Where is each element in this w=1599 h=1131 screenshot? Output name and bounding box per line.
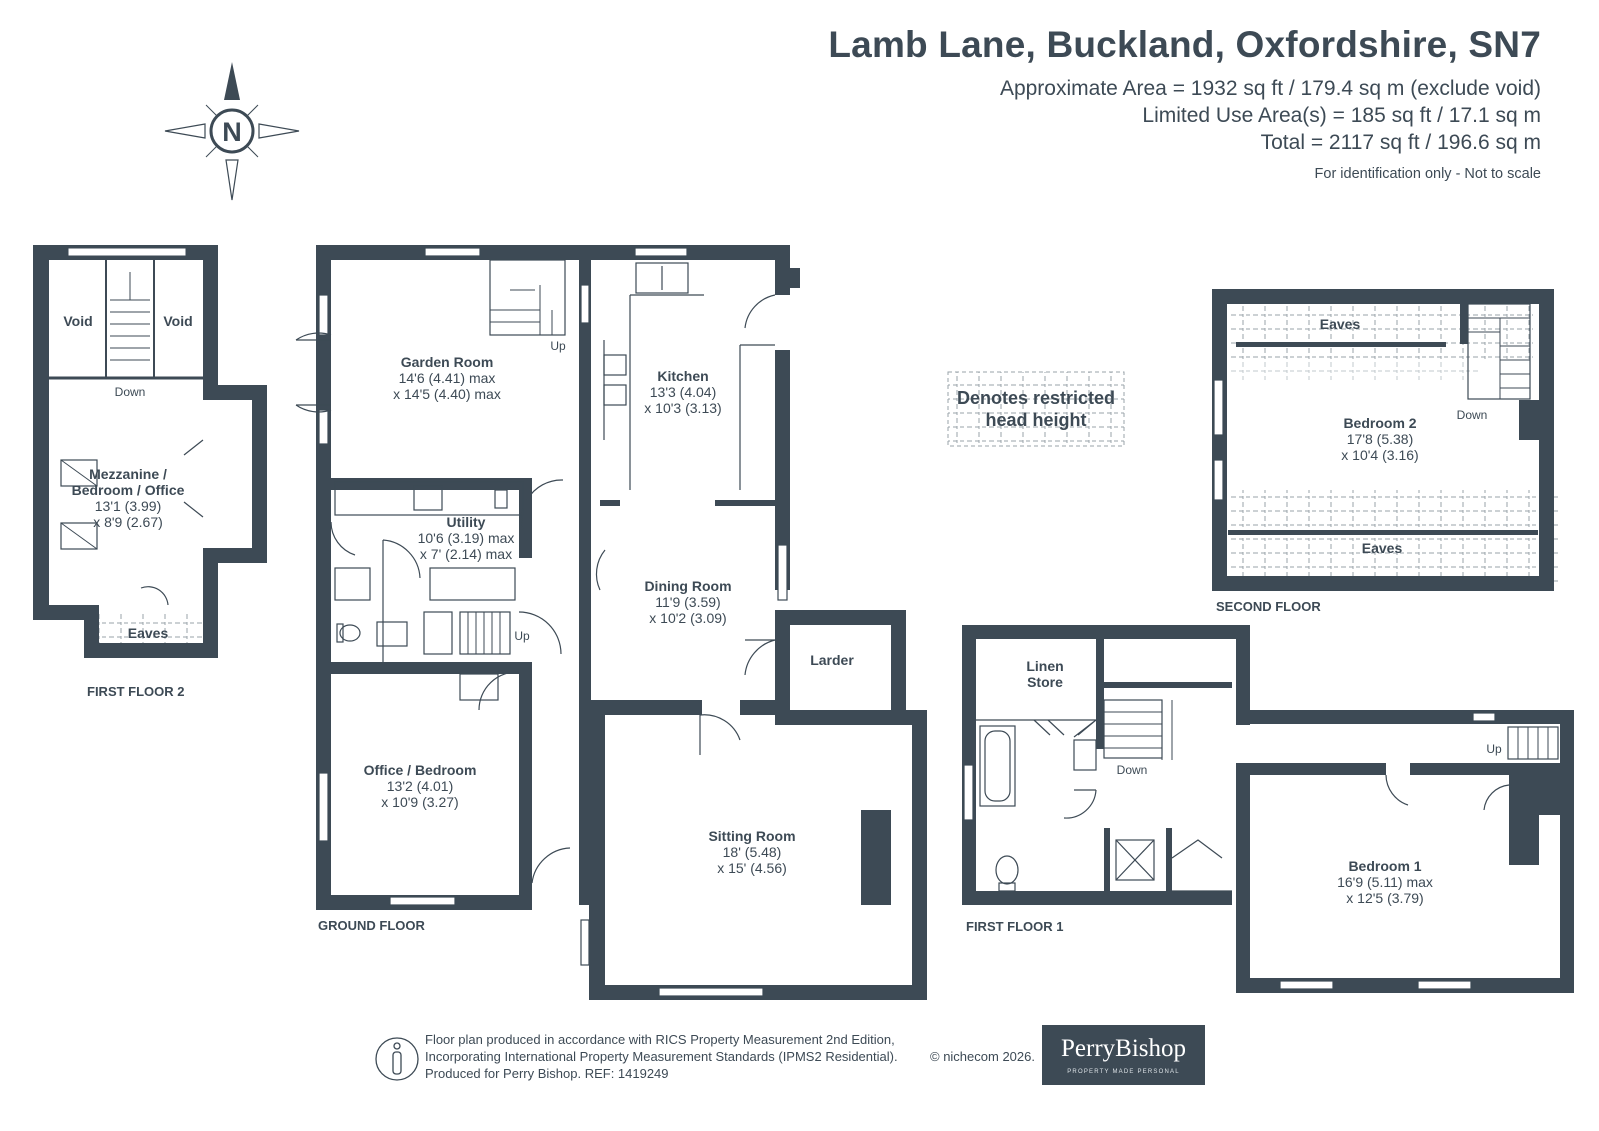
sf-stairs-down: Down — [1457, 408, 1488, 422]
bedroom-2-dim-2: x 10'4 (3.16) — [1341, 447, 1418, 463]
perry-bishop-logo: PerryBishop PROPERTY MADE PERSONAL — [1042, 1025, 1205, 1085]
office-bedroom-dim-1: 13'2 (4.01) — [387, 778, 454, 794]
ff2-stairs-down: Down — [115, 385, 146, 399]
sitting-room-dim-2: x 15' (4.56) — [717, 860, 787, 876]
sf-eaves-top-label: Eaves — [1320, 316, 1361, 332]
footer-line-2: Incorporating International Property Mea… — [425, 1049, 898, 1064]
approximate-area: Approximate Area = 1932 sq ft / 179.4 sq… — [999, 77, 1541, 100]
utility-stairs-up: Up — [514, 629, 530, 643]
compass-north-label: N — [222, 117, 242, 147]
kitchen-name: Kitchen — [657, 368, 708, 384]
second-floor-plan — [1212, 289, 1558, 591]
bedroom-1-dim-1: 16'9 (5.11) max — [1337, 874, 1433, 890]
second-floor-label: SECOND FLOOR — [1216, 599, 1321, 614]
sitting-room-dim-1: 18' (5.48) — [723, 844, 782, 860]
logo-tagline: PROPERTY MADE PERSONAL — [1067, 1069, 1180, 1075]
compass-icon: N — [164, 62, 300, 201]
garden-room-dim-1: 14'6 (4.41) max — [399, 370, 496, 386]
dining-room-name: Dining Room — [644, 578, 731, 594]
ff2-eaves-label: Eaves — [128, 625, 169, 641]
logo-name: PerryBishop — [1061, 1035, 1186, 1062]
legend-line-2: head height — [985, 410, 1086, 430]
mezzanine-name-1: Mezzanine / — [89, 466, 167, 482]
total-area: Total = 2117 sq ft / 196.6 sq m — [1260, 131, 1541, 154]
linen-store-name-2: Store — [1027, 674, 1063, 690]
bedroom-2-dim-1: 17'8 (5.38) — [1347, 431, 1414, 447]
footer-line-1: Floor plan produced in accordance with R… — [425, 1032, 895, 1047]
bedroom-2-name: Bedroom 2 — [1343, 415, 1416, 431]
footer-line-3: Produced for Perry Bishop. REF: 1419249 — [425, 1066, 669, 1081]
legend-line-1: Denotes restricted — [957, 388, 1115, 408]
bedroom-1-name: Bedroom 1 — [1348, 858, 1421, 874]
garden-stairs-up: Up — [550, 339, 566, 353]
mezzanine-name-2: Bedroom / Office — [72, 482, 185, 498]
page-title: Lamb Lane, Buckland, Oxfordshire, SN7 — [828, 24, 1541, 65]
scale-note: For identification only - Not to scale — [1314, 166, 1541, 182]
ground-floor-label: GROUND FLOOR — [318, 918, 425, 933]
void-right-label: Void — [163, 313, 192, 329]
first-floor-2-label: FIRST FLOOR 2 — [87, 684, 185, 699]
utility-name: Utility — [447, 514, 486, 530]
mezzanine-dim-2: x 8'9 (2.67) — [93, 514, 163, 530]
utility-dim-1: 10'6 (3.19) max — [418, 530, 515, 546]
limited-use-area: Limited Use Area(s) = 185 sq ft / 17.1 s… — [1142, 104, 1541, 127]
ff1-stairs-down: Down — [1117, 763, 1148, 777]
kitchen-dim-2: x 10'3 (3.13) — [644, 400, 721, 416]
mezzanine-dim-1: 13'1 (3.99) — [95, 498, 162, 514]
first-floor-1-fixtures — [963, 699, 1559, 990]
copyright: © nichecom 2026. — [930, 1049, 1035, 1064]
bedroom-1-dim-2: x 12'5 (3.79) — [1346, 890, 1423, 906]
garden-room-dim-2: x 14'5 (4.40) max — [393, 386, 501, 402]
ff1-stairs-up: Up — [1486, 742, 1502, 756]
utility-dim-2: x 7' (2.14) max — [420, 546, 512, 562]
garden-room-name: Garden Room — [401, 354, 494, 370]
office-bedroom-dim-2: x 10'9 (3.27) — [381, 794, 458, 810]
first-floor-1-label: FIRST FLOOR 1 — [966, 919, 1064, 934]
office-bedroom-name: Office / Bedroom — [364, 762, 477, 778]
larder-name: Larder — [810, 652, 854, 668]
linen-store-name-1: Linen — [1026, 658, 1063, 674]
sitting-room-name: Sitting Room — [708, 828, 795, 844]
ground-floor-fixtures — [295, 247, 788, 997]
dining-room-dim-2: x 10'2 (3.09) — [649, 610, 726, 626]
footer-notice: Floor plan produced in accordance with R… — [425, 1031, 898, 1082]
kitchen-dim-1: 13'3 (4.04) — [650, 384, 717, 400]
first-floor-2-plan — [33, 245, 267, 658]
dining-room-dim-1: 11'9 (3.59) — [655, 594, 720, 610]
restricted-height-legend: Denotes restricted head height — [947, 371, 1125, 447]
sf-eaves-bottom-label: Eaves — [1362, 540, 1403, 556]
person-icon — [375, 1037, 419, 1081]
void-left-label: Void — [63, 313, 92, 329]
